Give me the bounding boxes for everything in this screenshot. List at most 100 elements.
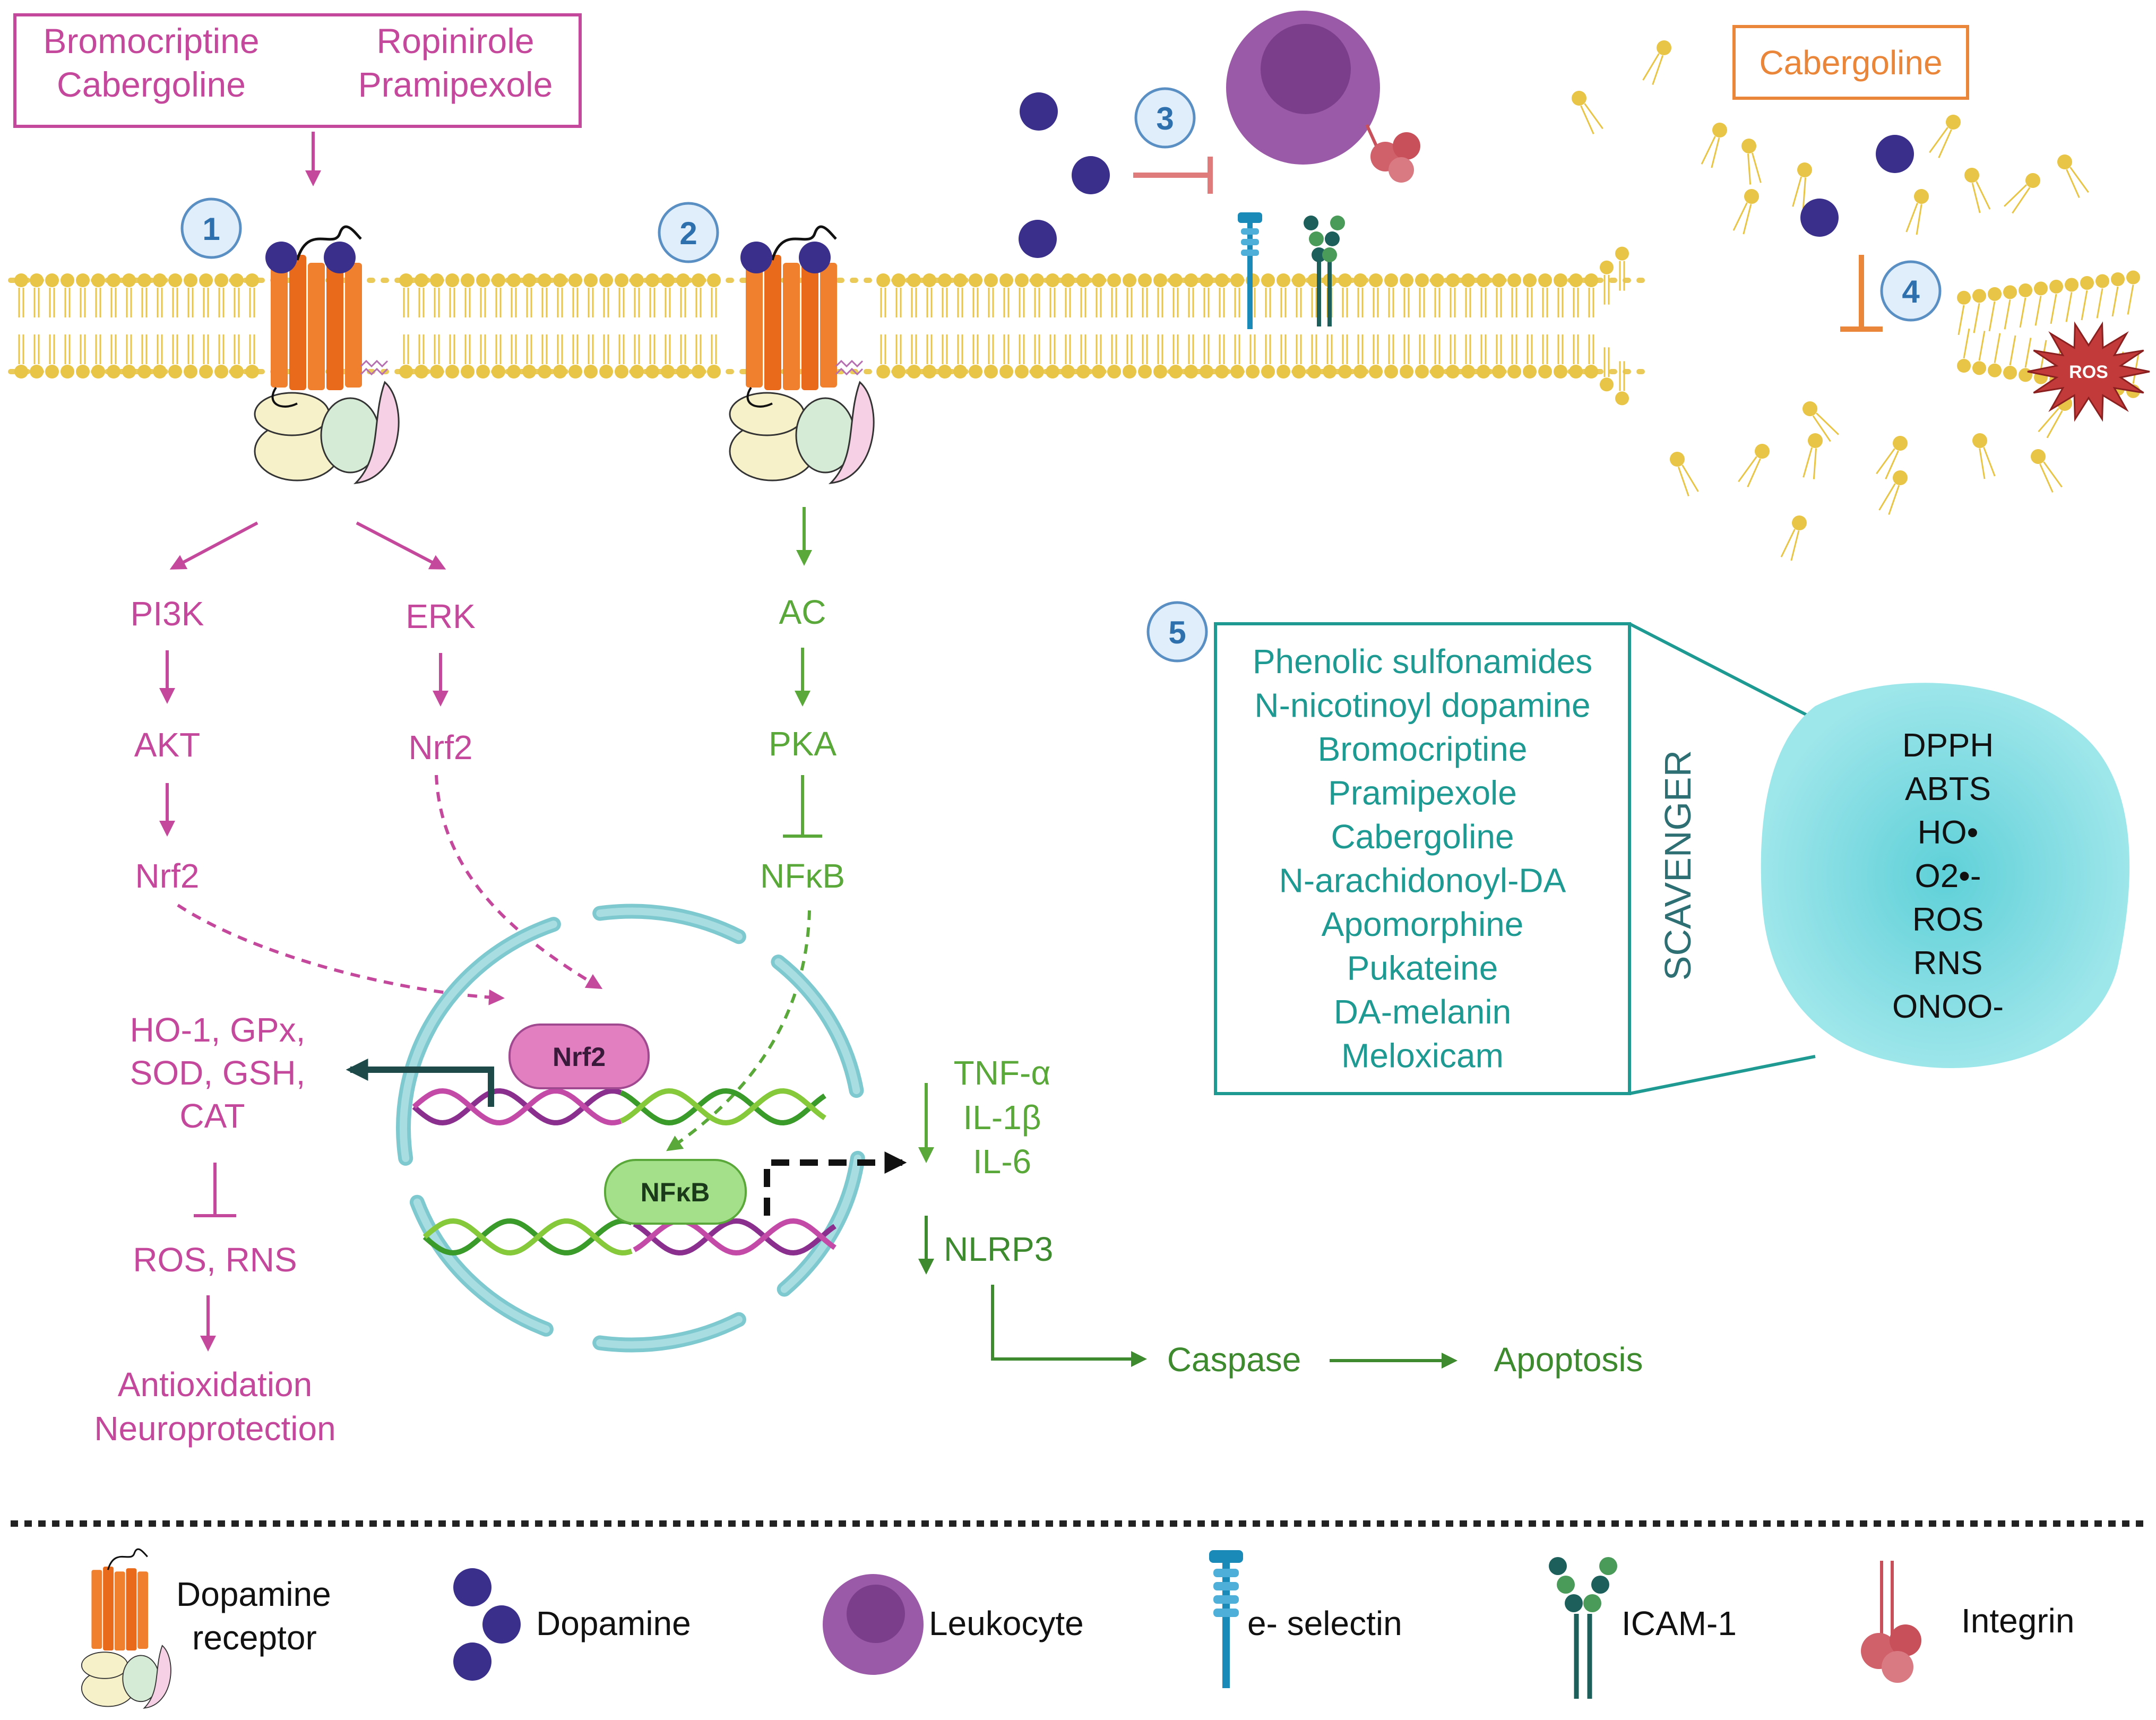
svg-text:1: 1 [202, 211, 220, 247]
step-badge-3: 3 [1134, 87, 1196, 149]
nrf2-transcription-arrow [346, 1059, 494, 1107]
legend-dopamine-receptor-line-2: receptor [192, 1619, 317, 1657]
pi3k-label: PI3K [131, 595, 204, 633]
dopamine-receptor-2 [729, 225, 875, 484]
scavenger-compound: N-nicotinoyl dopamine [1254, 686, 1590, 725]
drug-pramipexole: Pramipexole [358, 65, 553, 104]
ros-burst: ROS [2027, 321, 2150, 422]
scavenger-compound: DA-melanin [1334, 993, 1511, 1031]
nfkb-to-nucleus-dashed-arrow [666, 910, 811, 1151]
scavenger-compound: N-arachidonoyl-DA [1279, 862, 1566, 900]
outcome-antioxidation: Antioxidation [118, 1365, 312, 1404]
scavenger-compound: Bromocriptine [1318, 730, 1528, 768]
receptor-to-erk-arrow [356, 521, 446, 570]
svg-text:Nrf2: Nrf2 [553, 1042, 606, 1072]
legend-dopamine-label: Dopamine [536, 1604, 691, 1642]
scavenged-species: HO• [1918, 814, 1979, 851]
inhibit-lipid-peroxidation-symbol [1840, 255, 1883, 332]
erk-label: ERK [406, 597, 476, 635]
scavenger-species: DPPH ABTS HO• O2•- ROS RNS ONOO- [1892, 727, 2004, 1025]
step-badge-5: 5 [1146, 601, 1208, 663]
legend-dopamine-receptor-icon [81, 1548, 171, 1709]
svg-text:4: 4 [1902, 274, 1920, 309]
legend-leukocyte-label: Leukocyte [929, 1604, 1084, 1642]
enzymes-line-1: HO-1, GPx, [130, 1011, 306, 1049]
step-badge-1: 1 [180, 197, 242, 259]
legend-icam1-icon [1549, 1557, 1617, 1699]
cytokine-il6: IL-6 [973, 1142, 1031, 1181]
dna-upper [412, 1088, 826, 1126]
free-dopamine-molecules [1019, 92, 1914, 258]
drug-cabergoline: Cabergoline [57, 65, 246, 104]
cytokine-il1b: IL-1β [963, 1098, 1041, 1137]
inhibit-adhesion-symbol [1133, 157, 1213, 194]
nfkb-label: NFκB [760, 857, 845, 895]
legend-icam1-label: ICAM-1 [1622, 1604, 1737, 1642]
legend-integrin-label: Integrin [1961, 1602, 2074, 1640]
caspase-label: Caspase [1167, 1340, 1301, 1379]
scavenger-compound: Pramipexole [1328, 774, 1517, 812]
svg-text:2: 2 [679, 216, 697, 251]
nrf2-label-b: Nrf2 [409, 728, 473, 767]
integrin-on-leukocyte [1365, 124, 1420, 183]
pka-inhibit-nfkb [783, 775, 822, 838]
legend-dopamine-receptor-line-1: Dopamine [176, 1575, 331, 1613]
scavenged-species: O2•- [1914, 858, 1981, 895]
legend-leukocyte-icon [823, 1574, 924, 1675]
nfkb-protein: NFκB [604, 1159, 747, 1225]
scavenger-box: SCAVENGER [1214, 622, 1816, 1095]
dopamine-receptor-1 [254, 225, 400, 484]
scavenged-species: ROS [1912, 901, 1983, 938]
scavenger-label: SCAVENGER [1657, 750, 1698, 981]
leukocyte [1226, 11, 1380, 165]
drug-bromocriptine: Bromocriptine [43, 21, 259, 61]
scavenger-compound: Apomorphine [1322, 905, 1524, 943]
enzymes-line-3: CAT [179, 1097, 245, 1135]
nfkb-transcription-arrow [764, 1151, 907, 1216]
apoptosis-label: Apoptosis [1494, 1340, 1643, 1379]
nlrp3-label: NLRP3 [944, 1230, 1053, 1268]
scavenger-compound: Pukateine [1347, 949, 1498, 987]
legend-integrin-icon [1861, 1561, 1921, 1683]
icam-1 [1304, 216, 1345, 326]
ac-label: AC [779, 593, 826, 631]
enzymes-inhibit-ros [194, 1163, 236, 1217]
nrf2-label-a: Nrf2 [135, 857, 200, 895]
nrf2-to-nucleus-dashed-arrow-b [435, 775, 603, 990]
svg-text:NFκB: NFκB [641, 1177, 710, 1207]
outcome-neuroprotection: Neuroprotection [94, 1409, 335, 1448]
cabergoline-box: Cabergoline [1732, 25, 1969, 100]
dna-lower [422, 1218, 836, 1256]
pka-label: PKA [769, 725, 836, 763]
step-badge-2: 2 [658, 202, 719, 263]
akt-label: AKT [134, 726, 200, 764]
legend-e-selectin-icon [1209, 1550, 1243, 1688]
ros-rns-label: ROS, RNS [133, 1241, 297, 1279]
scavenged-species: DPPH [1902, 727, 1994, 764]
svg-text:5: 5 [1168, 615, 1186, 650]
drug-ropinirole: Ropinirole [376, 21, 534, 61]
scavenged-species: ONOO- [1892, 988, 2004, 1025]
svg-text:3: 3 [1156, 101, 1174, 136]
nrf2-protein: Nrf2 [508, 1024, 650, 1089]
receptor-to-pi3k-arrow [169, 521, 258, 570]
drug-box: Bromocriptine Cabergoline Ropinirole Pra… [13, 13, 582, 128]
nucleus [396, 904, 865, 1353]
legend-dopamine-icon [453, 1568, 521, 1681]
enzymes-line-2: SOD, GSH, [130, 1054, 306, 1092]
scavenged-species: ABTS [1905, 771, 1991, 807]
cytokine-tnf: TNF-α [954, 1054, 1051, 1092]
step-badge-4: 4 [1880, 260, 1942, 322]
e-selectin [1238, 212, 1262, 329]
scavenger-compound: Phenolic sulfonamides [1253, 642, 1592, 681]
svg-text:ROS: ROS [2069, 362, 2108, 382]
nlrp3-to-caspase-arrow [991, 1285, 1147, 1367]
scavenger-blob [1761, 683, 2130, 1068]
svg-text:Cabergoline: Cabergoline [1759, 44, 1942, 82]
scavenger-compound: Cabergoline [1331, 818, 1514, 856]
scavenger-compound: Meloxicam [1341, 1037, 1504, 1075]
legend-e-selectin-label: e- selectin [1247, 1604, 1402, 1642]
scavenged-species: RNS [1913, 945, 1983, 982]
